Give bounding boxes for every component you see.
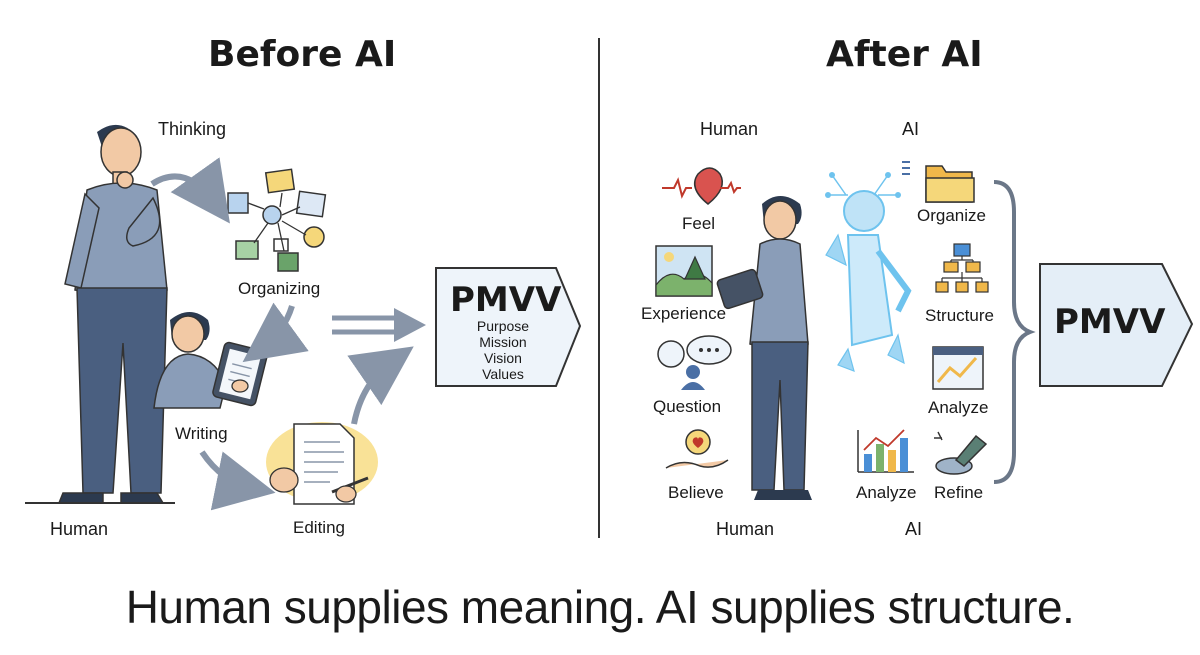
- bar-chart-icon: [857, 429, 914, 473]
- pmvv-item: Vision: [484, 350, 522, 366]
- after-ai-title: After AI: [826, 34, 983, 75]
- organize-label: Organize: [917, 206, 986, 225]
- speech-bubbles-icon: [657, 335, 732, 390]
- before-ai-title: Before AI: [208, 34, 397, 75]
- human-column-header: Human: [700, 119, 759, 139]
- human-footer-label: Human: [716, 519, 775, 539]
- believe-label: Believe: [668, 483, 724, 502]
- organizing-label: Organizing: [238, 279, 321, 298]
- thinking-label: Thinking: [158, 119, 227, 139]
- panel-divider: [598, 38, 600, 538]
- pmvv-items-left: Purpose Mission Vision Values: [448, 318, 558, 382]
- ai-robot-illustration: [825, 172, 912, 372]
- ai-column-header: AI: [902, 119, 920, 139]
- refine-label: Refine: [934, 483, 984, 502]
- analytics-window-icon: [932, 346, 984, 390]
- motto-text: Human supplies meaning. AI supplies stru…: [125, 581, 1075, 633]
- thinking-human-illustration: [25, 124, 175, 504]
- polish-tool-icon: [934, 431, 988, 475]
- editing-document-illustration: [266, 422, 378, 505]
- hierarchy-icon: [935, 243, 989, 293]
- heart-icon: [662, 167, 741, 205]
- grouping-brace: [993, 180, 1036, 484]
- analyze-label-lower: Analyze: [856, 483, 917, 502]
- analyze-label-upper: Analyze: [928, 398, 989, 417]
- pmvv-item: Values: [482, 366, 524, 382]
- feel-label: Feel: [682, 214, 716, 233]
- human-label-left: Human: [50, 519, 109, 539]
- pmvv-heading-left: PMVV: [450, 280, 562, 320]
- structure-label: Structure: [925, 306, 994, 325]
- flow-arrows-left: [150, 157, 426, 511]
- hand-heart-icon: [665, 429, 729, 469]
- pmvv-box-left-shape: [435, 267, 582, 387]
- editing-label: Editing: [293, 518, 345, 537]
- human-tablet-illustration: [716, 196, 812, 500]
- pmvv-heading-right: PMVV: [1054, 302, 1166, 342]
- folder-icon: [902, 161, 975, 203]
- experience-label: Experience: [641, 304, 727, 323]
- pmvv-item: Purpose: [476, 318, 530, 334]
- question-label: Question: [653, 397, 722, 416]
- writing-label: Writing: [175, 424, 228, 443]
- landscape-icon: [655, 245, 713, 297]
- pmvv-box-right-shape: [1039, 263, 1194, 387]
- ai-footer-label: AI: [905, 519, 923, 539]
- pmvv-item: Mission: [479, 334, 527, 350]
